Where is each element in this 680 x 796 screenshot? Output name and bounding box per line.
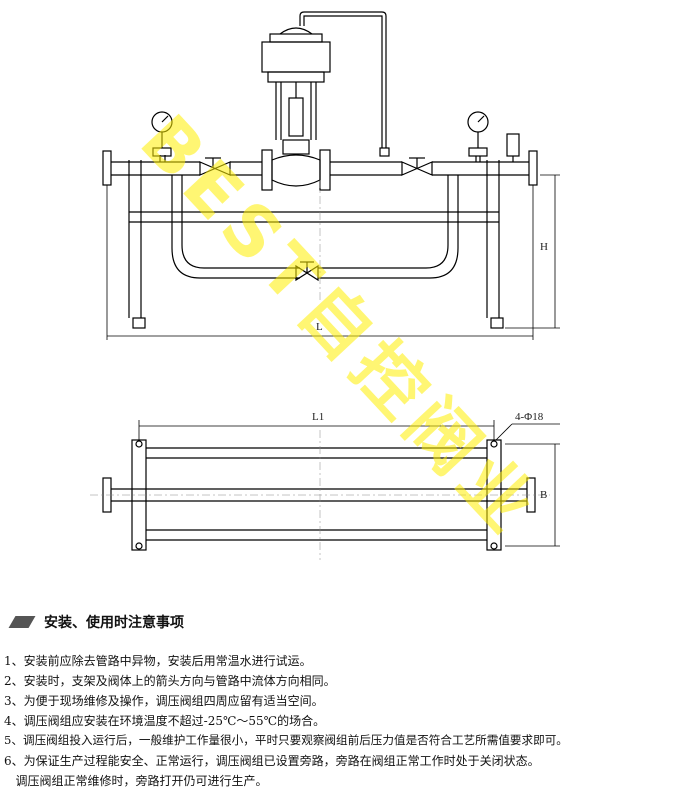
- dimension-l1: [138, 420, 560, 441]
- note-item: 4、调压阀组应安装在环境温度不超过-25℃～55℃的场合。: [4, 714, 326, 728]
- notes-header: 安装、使用时注意事项: [6, 612, 184, 632]
- dimension-b: [505, 443, 560, 547]
- note-item: 调压阀组正常维修时，旁路打开仍可进行生产。: [4, 774, 268, 788]
- hole-label: 4-Φ18: [515, 411, 544, 423]
- right-shutoff-valve: [330, 157, 433, 176]
- right-support-leg: [486, 160, 504, 329]
- left-support-leg: [128, 160, 146, 329]
- note-item: 5、调压阀组投入运行后，一般维护工作量很小，平时只要观察阀组前后压力值是否符合工…: [4, 733, 568, 747]
- support-frame: [129, 211, 499, 223]
- notes-title: 安装、使用时注意事项: [44, 615, 184, 631]
- impulse-line: [299, 11, 390, 157]
- main-pipe-right: [432, 147, 500, 176]
- header-marker-icon: [8, 616, 36, 628]
- left-inlet-flange: [102, 150, 135, 186]
- outlet-pressure-gauge: [467, 111, 489, 148]
- top-view-frame: [131, 439, 502, 551]
- note-item: 3、为便于现场维修及操作，调压阀组四周应留有适当空间。: [4, 694, 324, 708]
- width-label: B: [540, 489, 547, 501]
- height-label: H: [540, 241, 548, 253]
- pressure-regulating-valve: [261, 27, 331, 191]
- length-label: L: [316, 321, 323, 333]
- l1-label: L1: [312, 411, 324, 423]
- valve-group-drawing: H L L1 4-Φ18 B: [90, 11, 560, 560]
- inlet-pressure-gauge: [151, 111, 173, 148]
- main-pipe-left: [135, 147, 200, 176]
- dimension-h: [505, 174, 560, 329]
- safety-valve: [506, 133, 520, 157]
- note-item: 6、为保证生产过程能安全、正常运行，调压阀组已设置旁路，旁路在阀组正常工作时处于…: [4, 754, 540, 768]
- note-item: 1、安装前应除去管路中异物，安装后用常温水进行试运。: [4, 654, 312, 668]
- note-item: 2、安装时，支架及阀体上的箭头方向与管路中流体方向相同。: [4, 674, 336, 688]
- dimension-l: [106, 185, 534, 340]
- bypass-pipe: [171, 175, 459, 282]
- left-shutoff-valve: [199, 157, 262, 176]
